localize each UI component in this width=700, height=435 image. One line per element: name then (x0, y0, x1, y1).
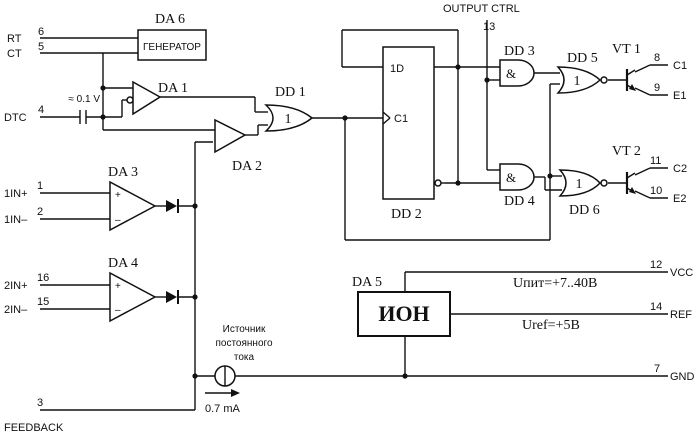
vt2-transistor: VT 2 (612, 144, 641, 194)
dd1-ref: DD 1 (275, 85, 306, 100)
da3-plus: + (115, 190, 121, 201)
dd2-d-input: 1D (390, 63, 404, 75)
pin-2in-plus-name: 2IN+ (4, 280, 28, 292)
dd3-symbol: & (506, 66, 516, 81)
dd3-and-gate: & DD 3 (499, 44, 535, 87)
current-source-label-1: Источник (223, 324, 266, 335)
pin-feedback-name: FEEDBACK (4, 422, 64, 434)
da4-plus: + (115, 281, 121, 292)
pin-1in-minus-num: 2 (37, 206, 43, 218)
da3-diode (166, 199, 179, 213)
pin-ct-name: CT (7, 48, 22, 60)
pin-1in-minus-name: 1IN– (4, 214, 28, 226)
dd6-symbol: 1 (576, 177, 583, 192)
pin-ref-name: REF (670, 309, 692, 321)
pin-e2-num: 10 (650, 185, 662, 197)
dd4-and-gate: & DD 4 (499, 163, 535, 209)
pin-labels-right: OUTPUT CTRL 13 8 C1 9 E1 11 C2 10 E2 12 … (443, 3, 695, 383)
vt1-ref: VT 1 (612, 42, 641, 57)
pin-ref-num: 14 (650, 301, 662, 313)
da3-error-amp: + – DA 3 (108, 165, 157, 232)
da4-ref: DA 4 (108, 256, 138, 271)
dd6-ref: DD 6 (569, 203, 600, 218)
da1-ref: DA 1 (158, 81, 188, 96)
da4-error-amp: + – DA 4 (108, 256, 157, 323)
pin-1in-plus-num: 1 (37, 180, 43, 192)
pin-2in-minus-name: 2IN– (4, 304, 28, 316)
pin-c1-num: 8 (654, 52, 660, 64)
da4-minus: – (115, 305, 121, 316)
current-source-label-2: постоянного (215, 338, 272, 349)
da1-comparator: DA 1 (126, 80, 188, 116)
uref-label: Uref=+5В (522, 318, 580, 333)
dd6-nor-gate: 1 DD 6 (558, 169, 608, 218)
pin-dtc-name: DTC (4, 112, 27, 124)
dd5-nor-gate: 1 DD 5 (556, 51, 608, 94)
pin-c2-name: C2 (673, 163, 687, 175)
dd2-ref: DD 2 (391, 207, 422, 222)
dd2-flip-flop: 1D C1 DD 2 (382, 46, 445, 222)
current-value: 0.7 mA (205, 403, 241, 415)
da5-reference: ИОН DA 5 (352, 275, 451, 337)
da3-minus: – (115, 215, 121, 226)
da2-comparator: DA 2 (214, 118, 262, 174)
dtc-offset-source (79, 110, 87, 124)
dd5-symbol: 1 (574, 74, 581, 89)
ion-label: ИОН (378, 301, 429, 326)
dd4-ref: DD 4 (504, 194, 535, 209)
pin-2in-plus-num: 16 (37, 272, 49, 284)
pin-c1-name: C1 (673, 60, 687, 72)
junctions (100, 64, 553, 379)
pin-labels-left: RT 6 CT 5 DTC 4 1IN+ 1 1IN– 2 2IN+ 16 2I… (4, 26, 64, 434)
da2-ref: DA 2 (232, 159, 262, 174)
pin-c2-num: 11 (650, 155, 661, 167)
da4-diode (166, 290, 179, 304)
dd3-ref: DD 3 (504, 44, 535, 59)
pin-output-ctrl-name: OUTPUT CTRL (443, 3, 520, 15)
generator-label: ГЕНЕРАТОР (143, 42, 201, 53)
dd2-clock-input: C1 (394, 113, 408, 125)
pin-rt-name: RT (7, 33, 22, 45)
pin-2in-minus-num: 15 (37, 296, 49, 308)
pin-ct-num: 5 (38, 41, 44, 53)
da6-generator: ГЕНЕРАТОР DA 6 (137, 12, 207, 61)
offset-voltage-label: ≈ 0.1 V (68, 94, 100, 105)
da5-ref: DA 5 (352, 275, 382, 290)
current-source: Источник постоянного тока 0.7 mA (205, 324, 273, 415)
wires (40, 20, 668, 411)
pin-output-ctrl-num: 13 (483, 21, 495, 33)
pin-rt-num: 6 (38, 26, 44, 38)
pin-e1-num: 9 (654, 82, 660, 94)
pin-gnd-num: 7 (654, 363, 660, 375)
dd1-symbol: 1 (285, 112, 292, 127)
pin-dtc-num: 4 (38, 104, 44, 116)
pin-vcc-name: VCC (670, 267, 693, 279)
pin-e2-name: E2 (673, 193, 686, 205)
current-source-label-3: тока (234, 352, 255, 363)
dd4-symbol: & (506, 170, 516, 185)
supply-voltage-label: Uпит=+7..40В (513, 276, 597, 291)
dd1-or-gate: 1 DD 1 (264, 85, 314, 132)
vt1-transistor: VT 1 (612, 42, 641, 91)
dd5-ref: DD 5 (567, 51, 598, 66)
pin-gnd-name: GND (670, 371, 695, 383)
vt2-ref: VT 2 (612, 144, 641, 159)
pin-feedback-num: 3 (37, 397, 43, 409)
da3-ref: DA 3 (108, 165, 138, 180)
pin-1in-plus-name: 1IN+ (4, 188, 28, 200)
pin-vcc-num: 12 (650, 259, 662, 271)
pin-e1-name: E1 (673, 90, 686, 102)
da6-ref: DA 6 (155, 12, 185, 27)
